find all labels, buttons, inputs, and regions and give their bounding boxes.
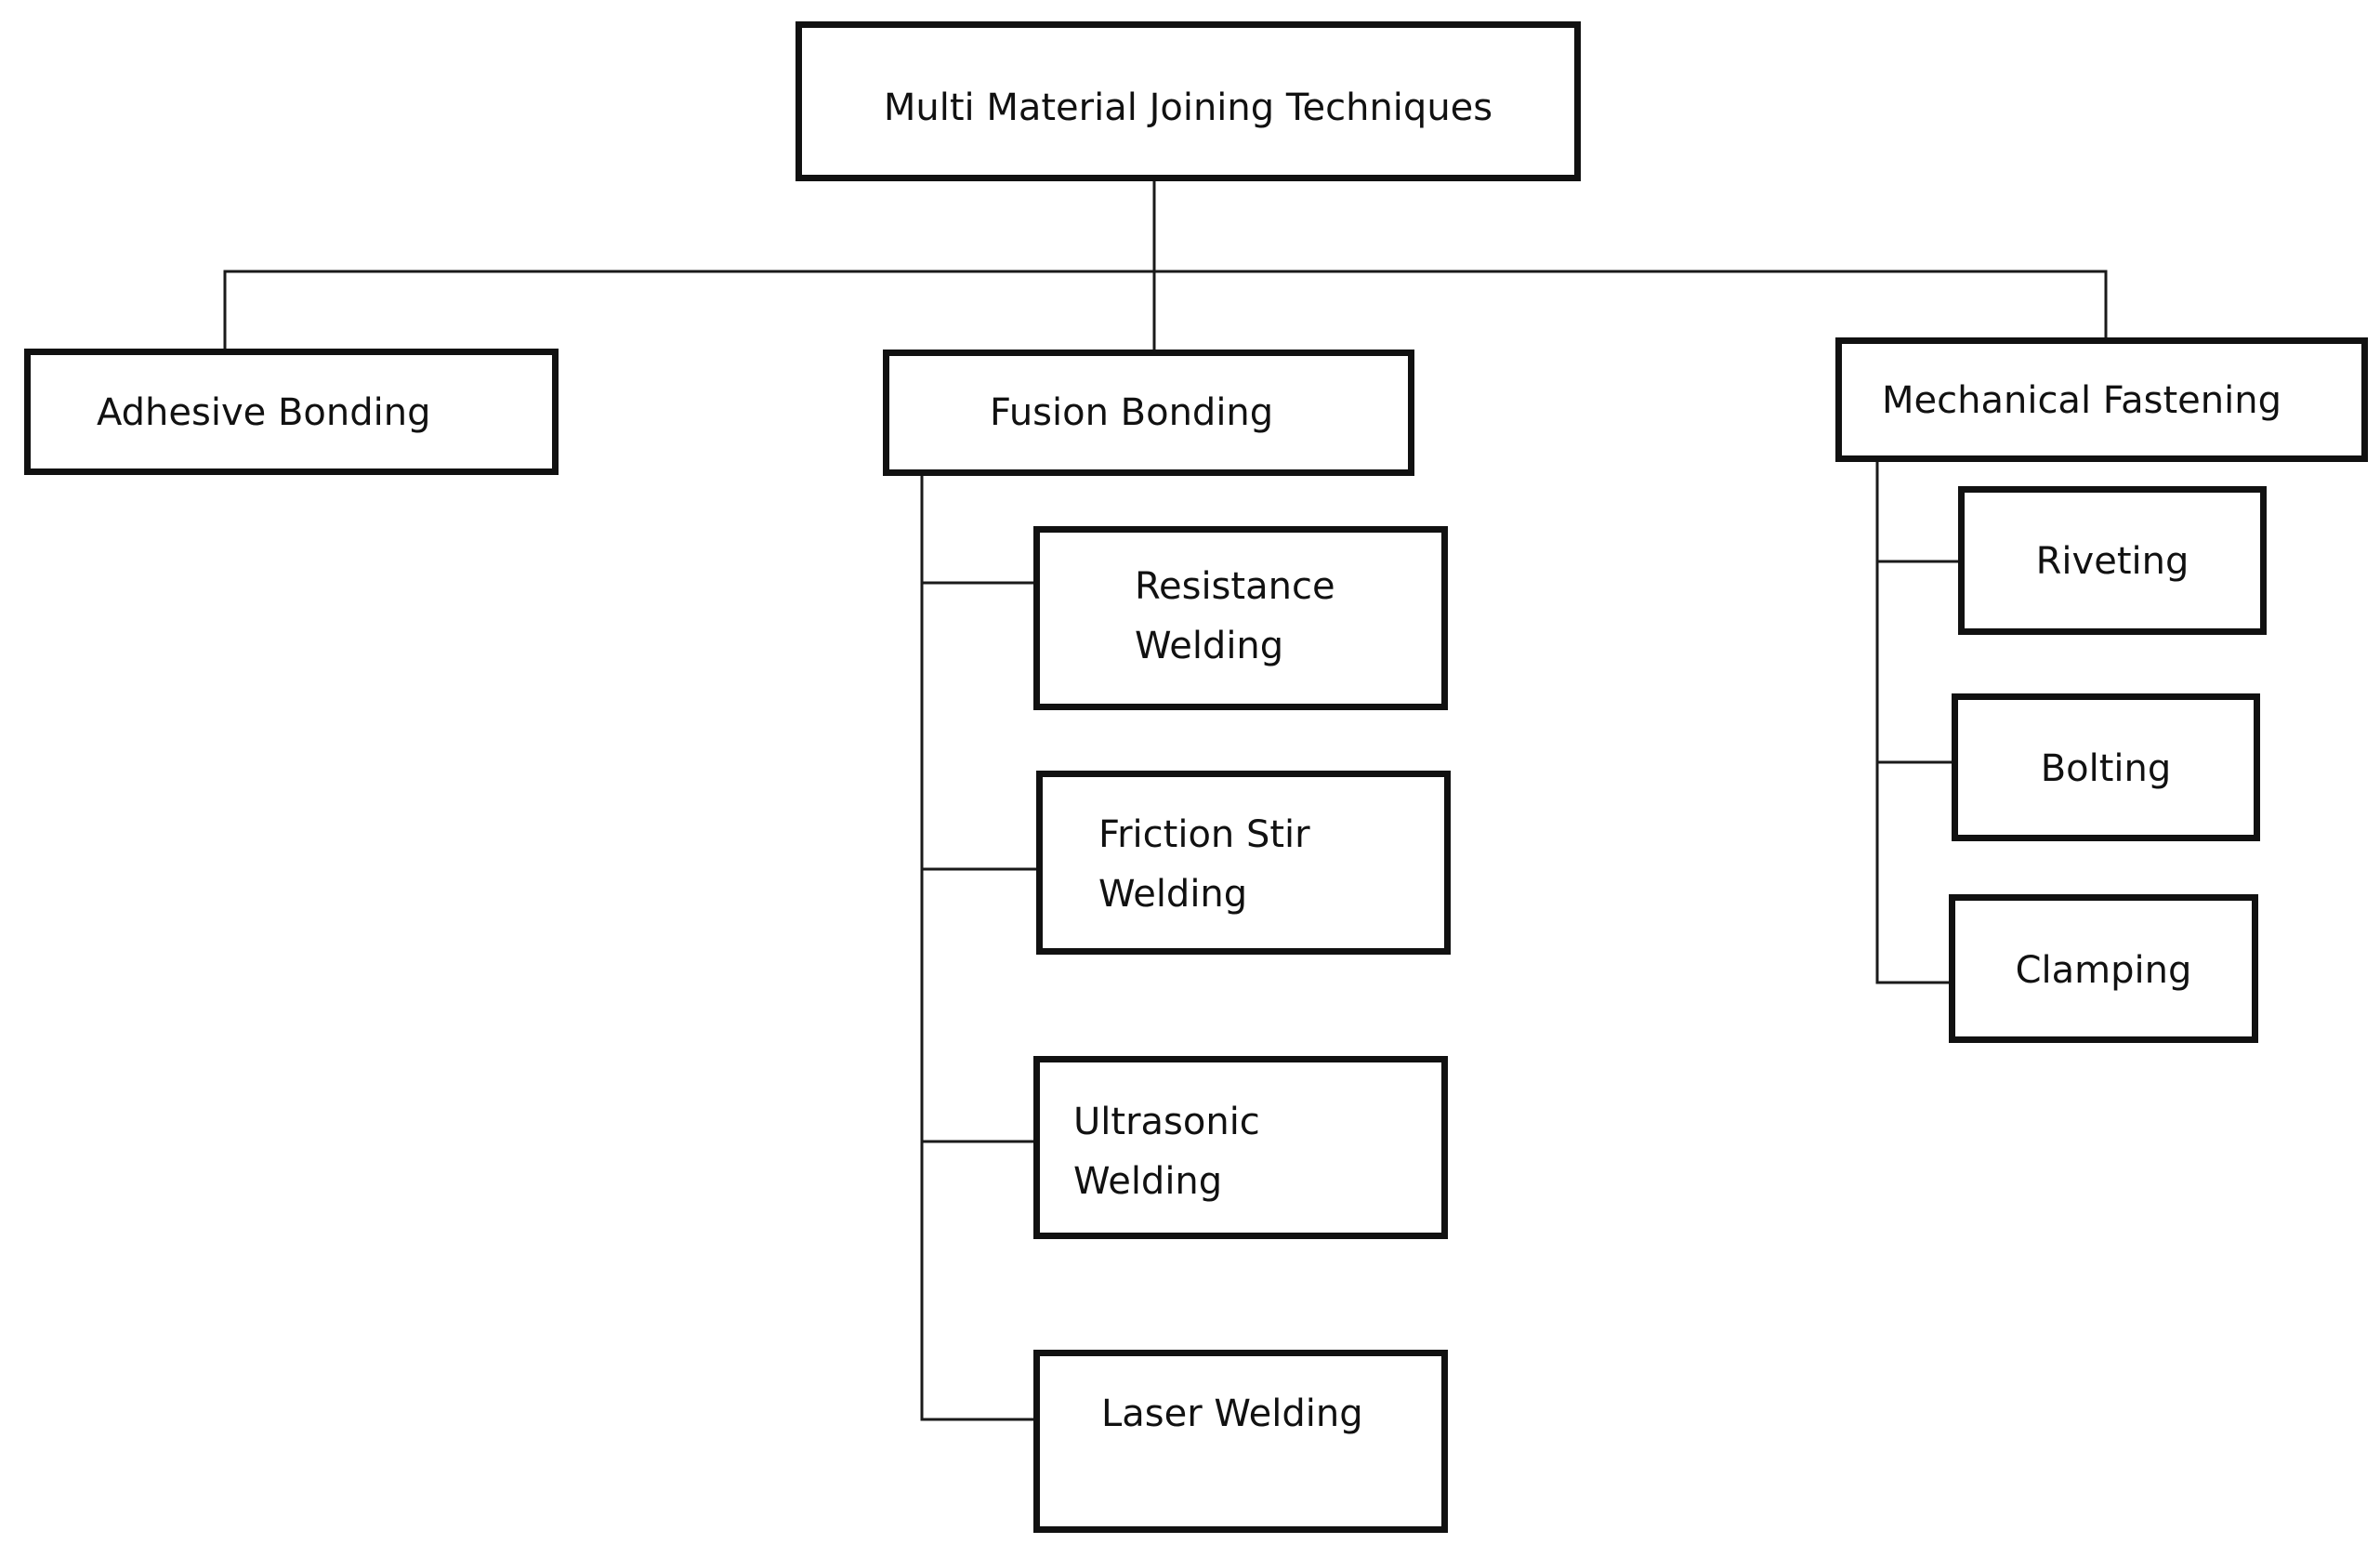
bolting-node: Bolting xyxy=(1952,693,2260,841)
adhesive-bonding-node: Adhesive Bonding xyxy=(24,349,559,475)
clamping-node: Clamping xyxy=(1949,894,2258,1043)
mechanical-fastening-node: Mechanical Fastening xyxy=(1835,337,2368,462)
friction-stir-welding-label: Friction Stir Welding xyxy=(1098,813,1310,916)
fusion-bonding-label: Fusion Bonding xyxy=(990,391,1274,434)
root-label: Multi Material Joining Techniques xyxy=(883,86,1493,129)
clamping-label: Clamping xyxy=(2015,949,2192,992)
resistance-welding-label: Resistance Welding xyxy=(1135,565,1335,667)
laser-welding-node: Laser Welding xyxy=(1033,1350,1448,1533)
laser-welding-label: Laser Welding xyxy=(1101,1392,1363,1435)
ultrasonic-welding-label: Ultrasonic Welding xyxy=(1073,1101,1260,1203)
bolting-label: Bolting xyxy=(2040,747,2172,790)
adhesive-bonding-label: Adhesive Bonding xyxy=(97,391,431,434)
mechanical-fastening-label: Mechanical Fastening xyxy=(1882,379,2281,422)
resistance-welding-node: Resistance Welding xyxy=(1033,526,1448,710)
fusion-bonding-node: Fusion Bonding xyxy=(883,350,1414,476)
riveting-node: Riveting xyxy=(1958,486,2267,635)
riveting-label: Riveting xyxy=(2035,540,2189,583)
friction-stir-welding-node: Friction Stir Welding xyxy=(1036,771,1451,955)
root-node: Multi Material Joining Techniques xyxy=(796,21,1581,181)
ultrasonic-welding-node: Ultrasonic Welding xyxy=(1033,1056,1448,1239)
